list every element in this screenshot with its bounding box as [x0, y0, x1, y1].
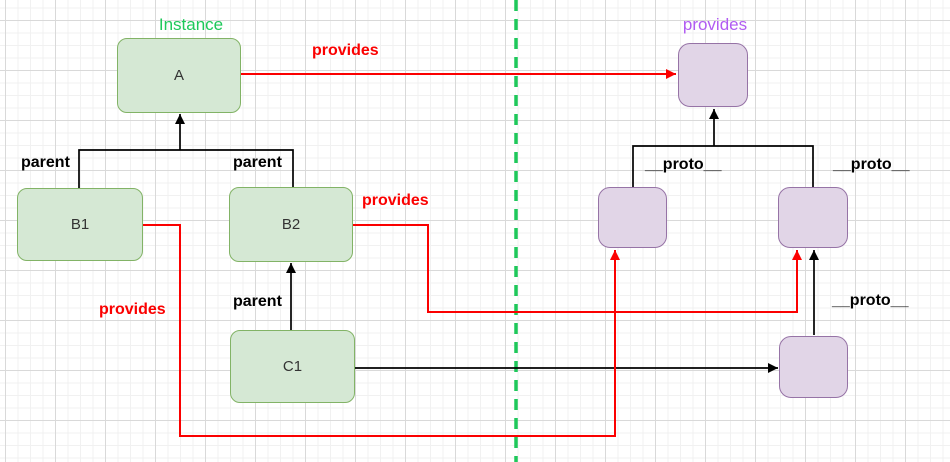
parent-b1-label[interactable]: parent — [21, 154, 70, 171]
node-c1[interactable]: C1 — [230, 330, 355, 403]
provides-b2-label[interactable]: provides — [362, 192, 429, 209]
edge-provides-b1[interactable] — [143, 224, 620, 437]
instance-label[interactable]: Instance — [158, 15, 224, 34]
node-a-label: A — [173, 67, 184, 84]
proto-bottom-label[interactable]: __proto__ — [832, 292, 909, 309]
proto-left-label[interactable]: __proto__ — [645, 156, 722, 173]
parent-c1-label[interactable]: parent — [233, 293, 282, 310]
provides-b1-label[interactable]: provides — [99, 301, 166, 318]
node-proto-top[interactable] — [678, 43, 748, 107]
edge-parent-tree[interactable] — [78, 149, 294, 188]
node-proto-mid-left[interactable] — [598, 187, 667, 248]
node-b1[interactable]: B1 — [17, 188, 143, 261]
edge-proto-tree[interactable] — [632, 145, 814, 187]
parent-b2-label[interactable]: parent — [233, 154, 282, 171]
proto-right-label[interactable]: __proto__ — [833, 156, 910, 173]
node-proto-mid-right[interactable] — [778, 187, 848, 248]
node-c1-label: C1 — [282, 358, 303, 375]
node-b1-label: B1 — [70, 216, 90, 233]
node-b2-label: B2 — [281, 216, 301, 233]
provides-a-label[interactable]: provides — [312, 42, 379, 59]
node-a[interactable]: A — [117, 38, 241, 113]
provides-object-label[interactable]: provides — [682, 15, 748, 34]
node-b2[interactable]: B2 — [229, 187, 353, 262]
node-proto-bottom[interactable] — [779, 336, 848, 398]
edge-provides-b2[interactable] — [353, 224, 802, 313]
